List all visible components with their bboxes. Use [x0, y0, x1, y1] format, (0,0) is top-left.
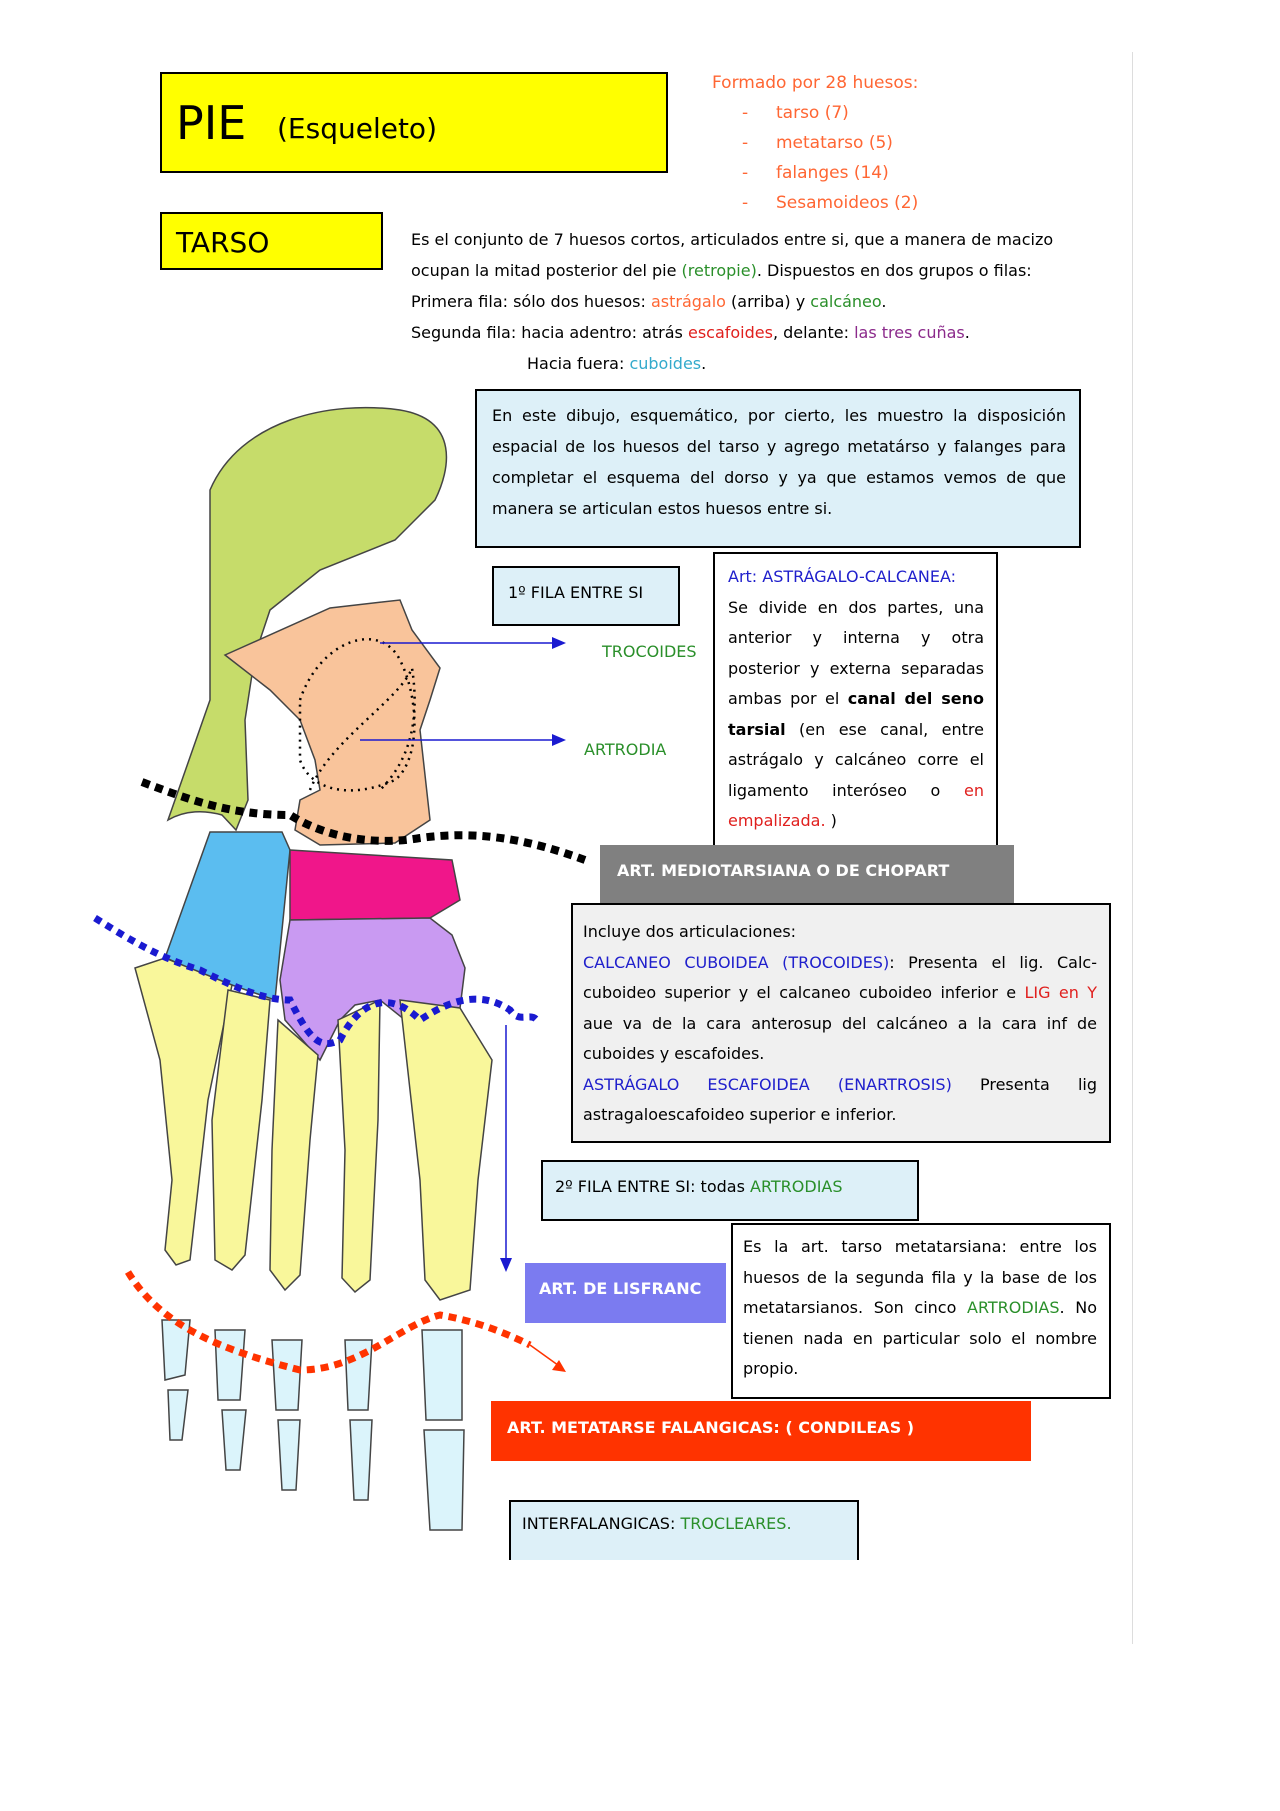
list-item: metatarso (5) [712, 128, 918, 158]
text-line: ocupan la mitad posterior del pie (retro… [411, 261, 1032, 280]
lisfranc-description: Es la art. tarso metatarsiana: entre los… [743, 1237, 1097, 1378]
trocoides-arrow-head [552, 637, 566, 649]
phalanx [421, 1329, 463, 1421]
phalanx [161, 1319, 191, 1381]
fila1-label: 1º FILA ENTRE SI [508, 583, 644, 602]
text-line: Segunda fila: hacia adentro: atrás escaf… [411, 323, 970, 342]
metatarsal-2 [337, 998, 381, 1294]
metatarsal-4 [211, 989, 271, 1271]
page-title: PIE [176, 96, 247, 150]
phalanx [277, 1419, 301, 1491]
metatarse-label: ART. METATARSE FALANGICAS: ( CONDILEAS ) [507, 1418, 915, 1437]
talus-facet-outline [298, 637, 416, 792]
list-item: tarso (7) [712, 98, 918, 128]
talus-facet-outline-2 [308, 663, 416, 791]
metatarse-box [491, 1401, 1031, 1461]
trocoides-label: TROCOIDES [602, 642, 697, 661]
navicular-bone [289, 849, 461, 921]
phalanx [423, 1429, 465, 1531]
text-line: Hacia fuera: cuboides. [527, 354, 707, 373]
chopart-joint-line [140, 778, 587, 864]
fila2-box [541, 1160, 919, 1221]
interfalangicas-label: INTERFALANGICAS: TROCLEARES. [522, 1514, 792, 1533]
bone-count-list: Formado por 28 huesos: tarso (7) metatar… [712, 68, 918, 218]
calcaneus-bone [166, 406, 448, 832]
interfalangicas-box [509, 1500, 859, 1560]
list-item: falanges (14) [712, 158, 918, 188]
metatarsal-5 [134, 957, 233, 1266]
phalanx [271, 1339, 303, 1411]
page-edge-line [1132, 52, 1133, 1644]
metatarse-arrow-head [552, 1360, 566, 1372]
metatarsal-1 [399, 999, 493, 1301]
text-line: Primera fila: sólo dos huesos: astrágalo… [411, 292, 887, 311]
text-line: Es el conjunto de 7 huesos cortos, artic… [411, 230, 1054, 249]
phalanges-group [161, 1319, 465, 1531]
tarsal-second-row-line [93, 915, 542, 1048]
fila2-label: 2º FILA ENTRE SI: todas ARTRODIAS [555, 1177, 843, 1196]
artrodia-arrow-head [552, 734, 566, 746]
list-item: Sesamoideos (2) [712, 188, 918, 218]
phalanx [167, 1389, 189, 1441]
bone-count-heading: Formado por 28 huesos: [712, 73, 919, 93]
phalanx [344, 1339, 373, 1411]
incluye-text: Incluye dos articulaciones: CALCANEO CUB… [583, 922, 1097, 1124]
incluye-box [571, 903, 1111, 1143]
tarso-box [160, 212, 383, 270]
lisfranc-box [525, 1263, 726, 1323]
title-box [160, 72, 668, 173]
lisfranc-description-box [731, 1223, 1111, 1399]
astragalo-calcanea-text: Art: ASTRÁGALO-CALCANEA: Se divide en do… [728, 562, 984, 837]
chopart-label: ART. MEDIOTARSIANA O DE CHOPART [617, 861, 950, 880]
chopart-box [600, 845, 1014, 903]
tarso-heading: TARSO [176, 226, 270, 259]
artrodia-label: ARTRODIA [584, 740, 667, 759]
intro-box [475, 389, 1081, 548]
lisfranc-label: ART. DE LISFRANC [539, 1279, 702, 1298]
page-subtitle: (Esqueleto) [277, 112, 437, 145]
phalanx [221, 1409, 247, 1471]
astragalo-calcanea-box [713, 552, 998, 850]
metatarsal-3 [269, 1018, 319, 1292]
intro-text: En este dibujo, esquemático, por cierto,… [492, 406, 1066, 518]
phalanx [349, 1419, 373, 1501]
fila1-box [492, 566, 680, 626]
phalanx [214, 1329, 246, 1401]
tarso-description: Es el conjunto de 7 huesos cortos, artic… [411, 224, 1111, 379]
lisfranc-arrow-head [500, 1258, 512, 1272]
astragalo-calcanea-heading: Art: ASTRÁGALO-CALCANEA: [728, 567, 957, 586]
metatarsophalangeal-joint-line [125, 1270, 532, 1374]
